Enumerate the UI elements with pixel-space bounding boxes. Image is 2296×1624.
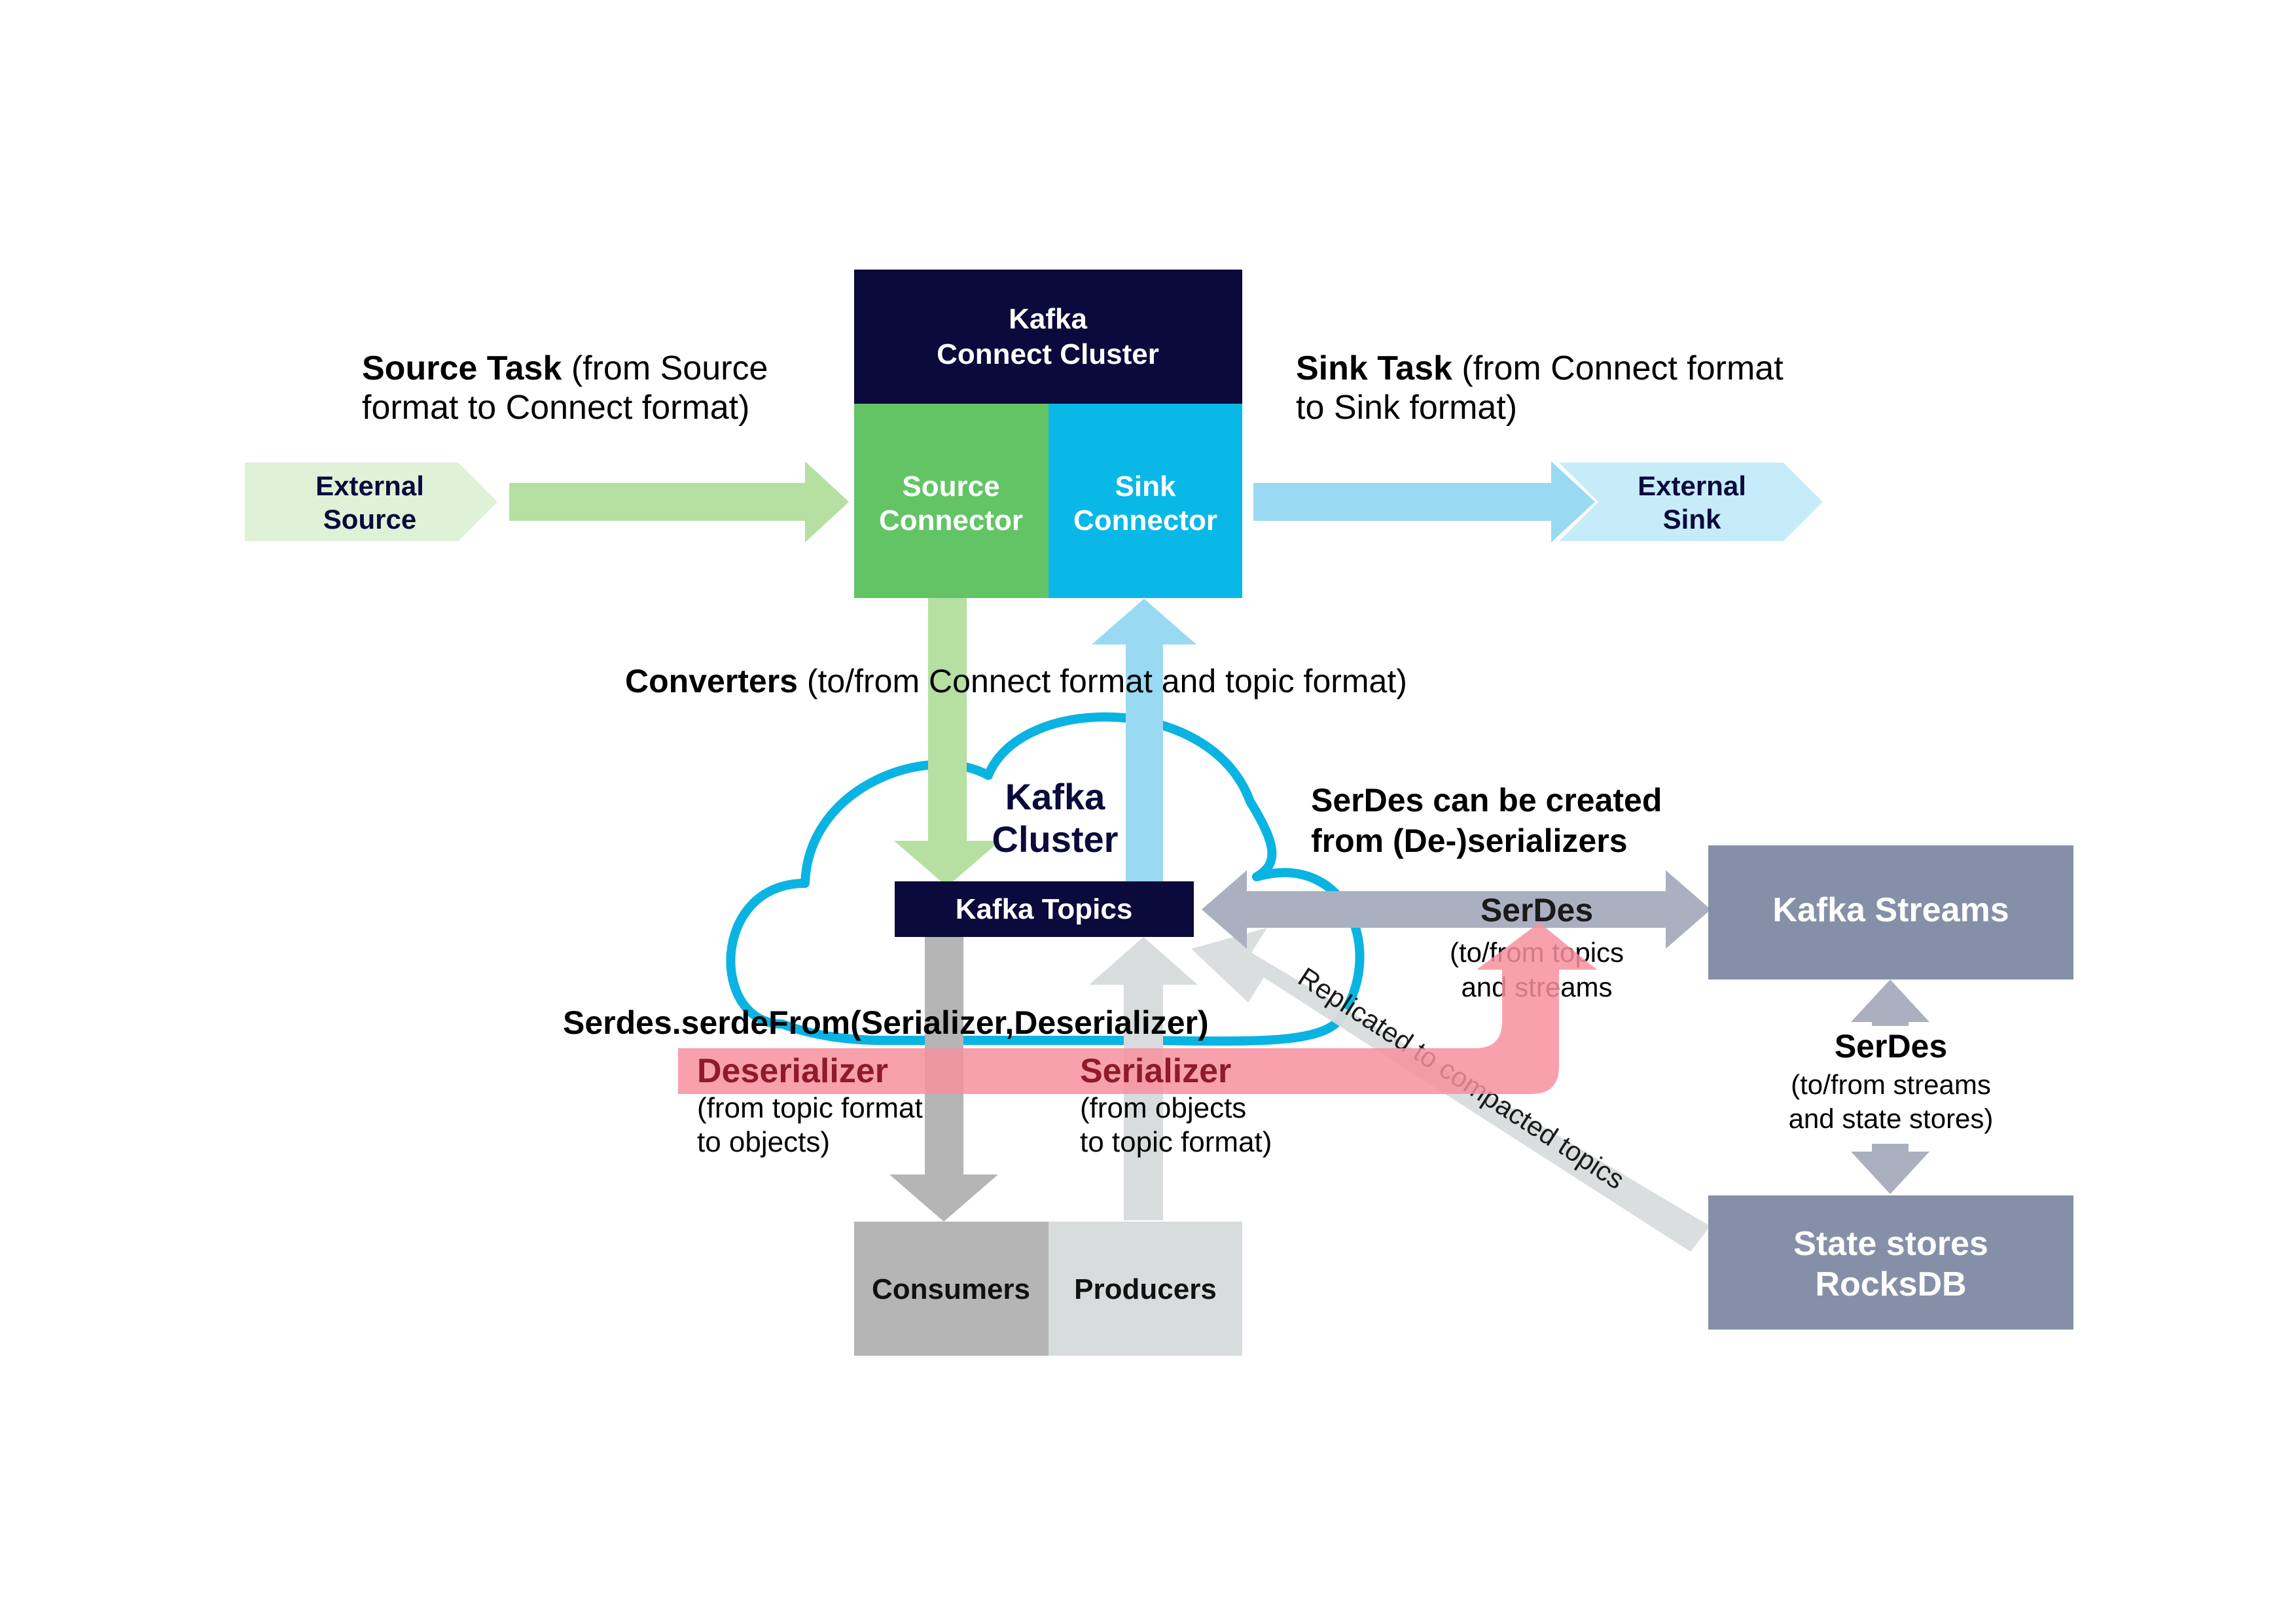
kafka-cluster-cloud bbox=[726, 712, 1365, 1046]
state-stores-line2: RocksDB bbox=[1815, 1265, 1966, 1303]
serializer-line1: (from objects bbox=[1080, 1092, 1246, 1124]
source-connector-box bbox=[854, 404, 1049, 598]
serdes-stores-line2: and state stores) bbox=[1789, 1103, 1994, 1134]
source-task-label-line1: Source Task (from Source bbox=[362, 349, 768, 387]
kafka-topics-bar bbox=[895, 881, 1194, 937]
kafka-streams-label: Kafka Streams bbox=[1772, 891, 2009, 929]
serializer-line2: to topic format) bbox=[1080, 1126, 1272, 1158]
connect-cluster-header bbox=[854, 270, 1242, 404]
connect-cluster-title-line2: Connect Cluster bbox=[937, 338, 1159, 370]
kafka-topics-label: Kafka Topics bbox=[956, 893, 1133, 925]
external-source-chevron bbox=[245, 463, 497, 541]
deserializer-title: Deserializer bbox=[697, 1052, 888, 1090]
connect-cluster-title-line1: Kafka bbox=[1009, 303, 1087, 335]
serdes-stores-title: SerDes bbox=[1835, 1028, 1947, 1065]
sink-connector-box bbox=[1049, 404, 1242, 598]
external-source-line1: External bbox=[315, 470, 424, 501]
state-stores-box bbox=[1708, 1195, 2073, 1330]
kafka-streams-box bbox=[1708, 845, 2073, 980]
source-task-arrow bbox=[509, 461, 849, 542]
serdes-note-line1: SerDes can be created bbox=[1311, 782, 1662, 819]
serdes-topics-arrow bbox=[1202, 870, 1711, 949]
kafka-cluster-label-line1: Kafka bbox=[1005, 776, 1105, 817]
external-sink-chevron bbox=[1559, 463, 1823, 541]
state-stores-line1: State stores bbox=[1793, 1225, 1988, 1263]
producers-label: Producers bbox=[1074, 1273, 1217, 1305]
sink-task-label-line2: to Sink format) bbox=[1296, 389, 1517, 427]
consumers-label: Consumers bbox=[872, 1273, 1030, 1305]
sink-task-label-line1: Sink Task (from Connect format bbox=[1296, 349, 1784, 387]
sink-connector-line2: Connector bbox=[1073, 504, 1217, 537]
serde-from-label: Serdes.serdeFrom(Serializer,Deserializer… bbox=[563, 1004, 1209, 1041]
kafka-cluster-label-line2: Cluster bbox=[992, 819, 1119, 860]
converter-down-arrow bbox=[894, 598, 1000, 887]
serde-from-path bbox=[678, 923, 1597, 1094]
deserializer-line2: to objects) bbox=[697, 1126, 830, 1158]
source-connector-line2: Connector bbox=[879, 504, 1023, 537]
producers-box bbox=[1049, 1222, 1242, 1356]
converter-up-arrow bbox=[1092, 599, 1196, 883]
external-sink-line1: External bbox=[1638, 470, 1746, 501]
sink-connector-line1: Sink bbox=[1115, 470, 1176, 503]
consumers-box bbox=[854, 1222, 1049, 1356]
source-task-label-line2: format to Connect format) bbox=[362, 389, 749, 427]
serdes-stores-line1: (to/from streams bbox=[1791, 1069, 1991, 1100]
source-connector-line1: Source bbox=[902, 470, 999, 503]
serdes-stores-label-bg bbox=[1774, 1026, 2008, 1144]
serdes-topics-title: SerDes bbox=[1480, 892, 1593, 928]
serializer-title: Serializer bbox=[1080, 1052, 1231, 1090]
deserializer-line1: (from topic format bbox=[697, 1092, 923, 1124]
serdes-note-line2: from (De-)serializers bbox=[1311, 822, 1628, 859]
converters-label: Converters (to/from Connect format and t… bbox=[625, 663, 1407, 699]
external-sink-line2: Sink bbox=[1663, 504, 1721, 535]
sink-task-arrow bbox=[1253, 461, 1595, 542]
external-source-line2: Source bbox=[323, 504, 416, 535]
